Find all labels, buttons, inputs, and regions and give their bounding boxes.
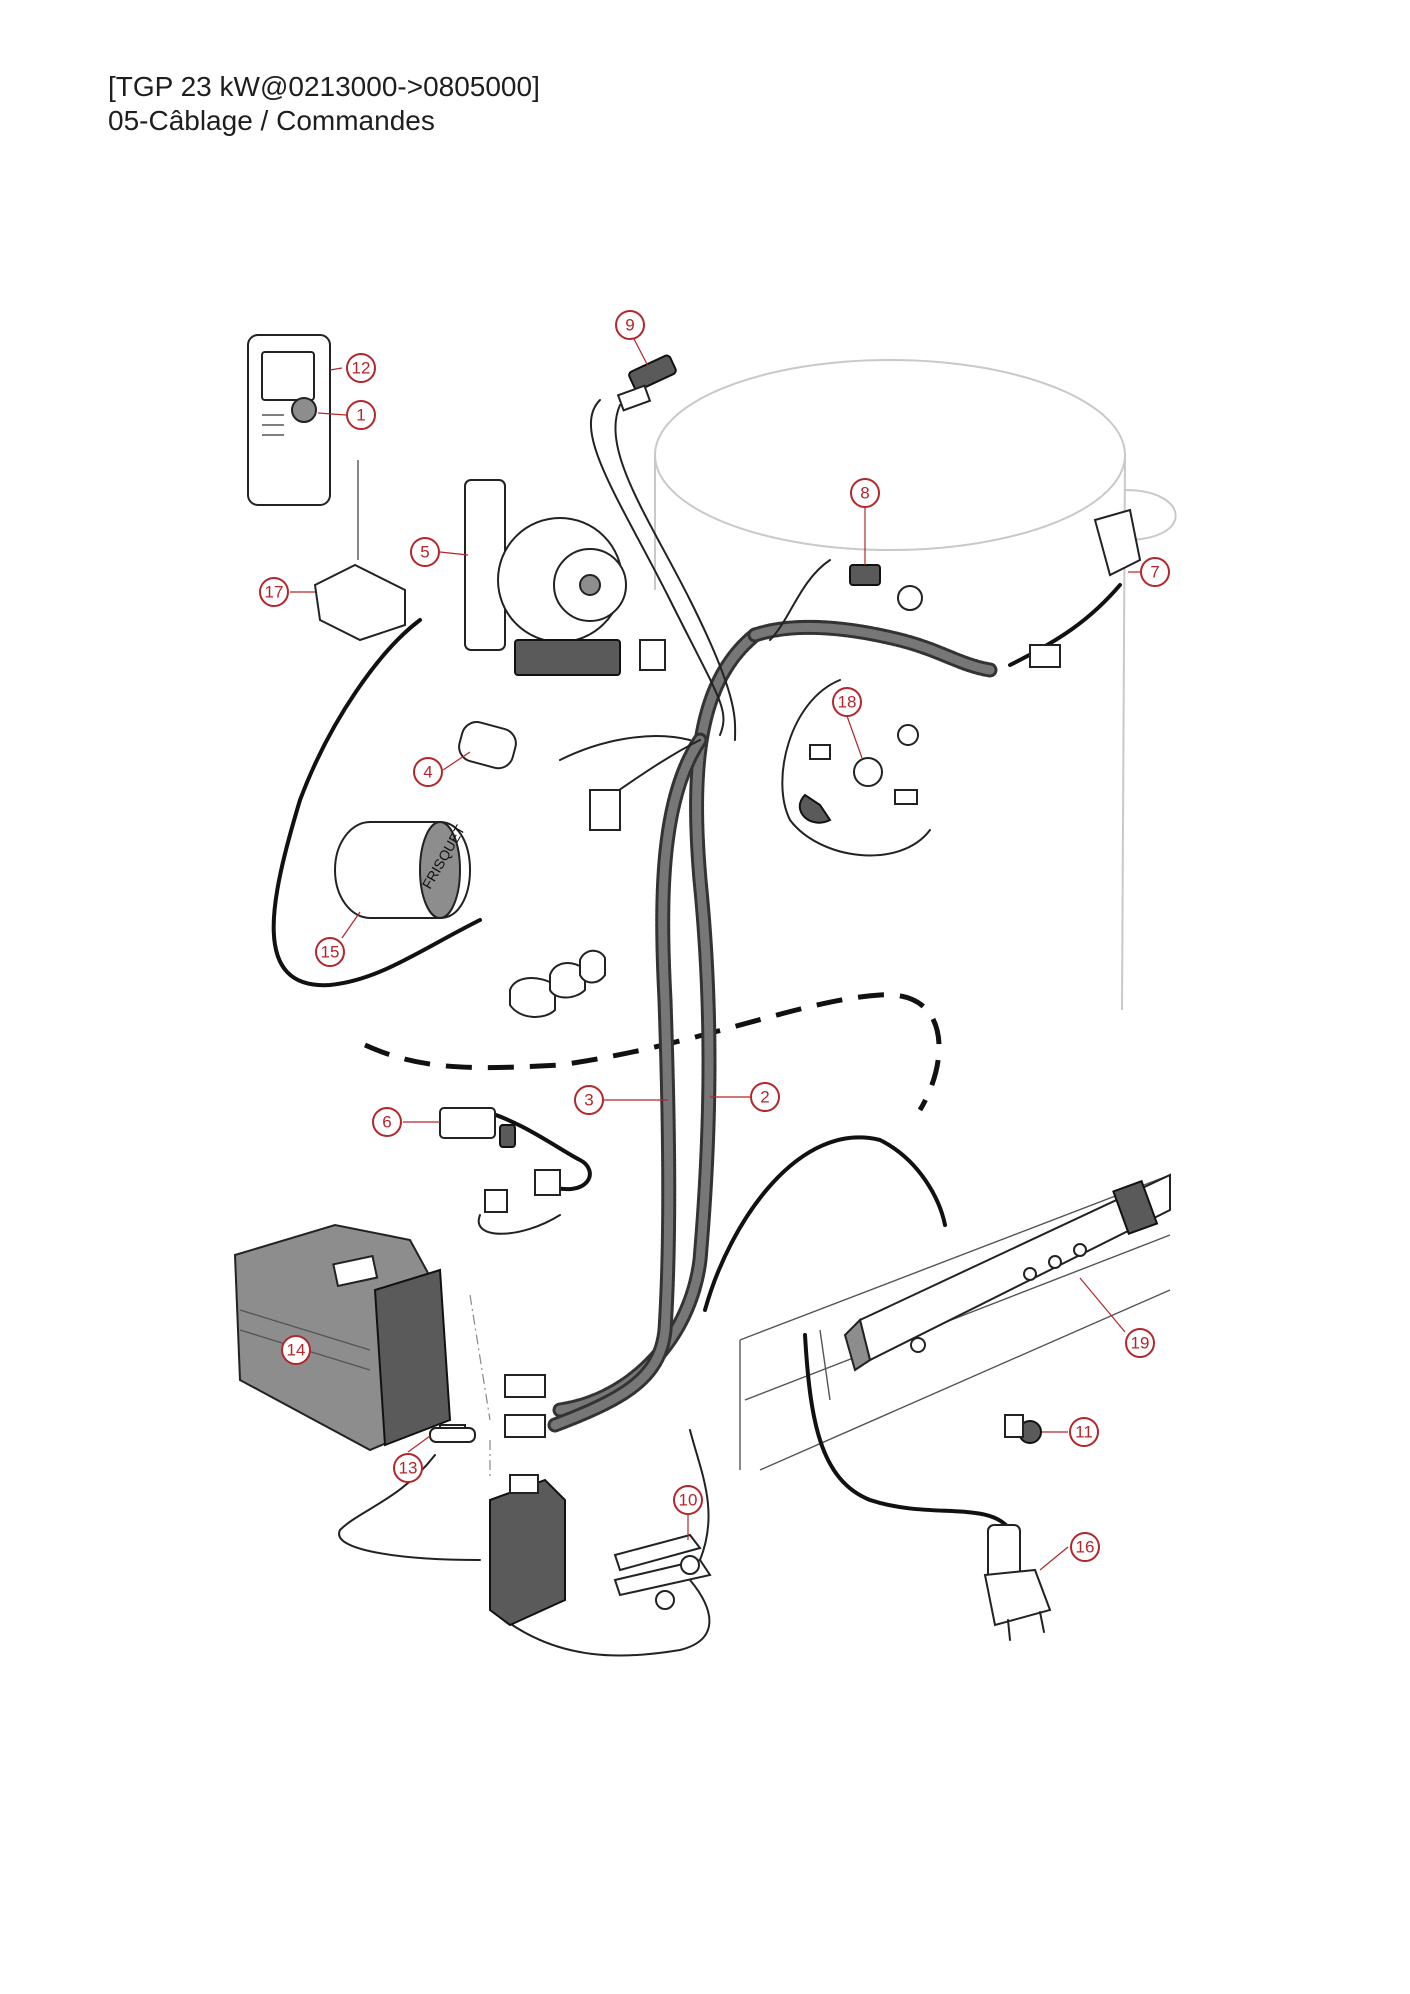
callout-5: 5 [410, 537, 440, 567]
callout-6: 6 [372, 1107, 402, 1137]
callout-9: 9 [615, 310, 645, 340]
connector-7 [1029, 508, 1142, 668]
callout-11: 11 [1069, 1417, 1099, 1447]
svg-text:1: 1 [356, 406, 365, 425]
sensor-9 [616, 354, 677, 412]
callout-16: 16 [1070, 1532, 1100, 1562]
callout-1: 1 [346, 400, 376, 430]
svg-text:14: 14 [287, 1341, 306, 1360]
callout-8: 8 [850, 478, 880, 508]
svg-text:9: 9 [625, 316, 634, 335]
control-box [233, 1223, 452, 1452]
box-connectors [439, 1294, 546, 1480]
callout-13: 13 [393, 1453, 423, 1483]
svg-text:4: 4 [423, 763, 432, 782]
svg-text:8: 8 [860, 484, 869, 503]
svg-text:7: 7 [1150, 563, 1159, 582]
callout-2: 2 [750, 1082, 780, 1112]
svg-text:13: 13 [399, 1459, 418, 1478]
document-header: [TGP 23 kW@0213000->0805000] 05-Câblage … [108, 70, 540, 138]
callout-3: 3 [574, 1085, 604, 1115]
model-reference: [TGP 23 kW@0213000->0805000] [108, 71, 540, 102]
callout-15: 15 [315, 937, 345, 967]
callout-19: 19 [1125, 1328, 1155, 1358]
cable-bundle [271, 399, 1122, 1657]
svg-text:6: 6 [382, 1113, 391, 1132]
section-title: 05-Câblage / Commandes [108, 105, 435, 136]
svg-text:11: 11 [1075, 1423, 1093, 1442]
svg-text:17: 17 [265, 583, 284, 602]
sensor-8 [849, 564, 923, 611]
svg-text:15: 15 [321, 943, 340, 962]
svg-text:2: 2 [760, 1088, 769, 1107]
ignition-transformer [489, 1474, 566, 1627]
dashed-cable-run [363, 992, 942, 1112]
svg-text:12: 12 [352, 359, 371, 378]
circulator-pump [464, 479, 666, 676]
boiler-tank-outline [654, 359, 1177, 1011]
fuse [429, 1427, 476, 1443]
ignition-electrodes [613, 1533, 712, 1610]
callout-7: 7 [1140, 557, 1170, 587]
conduit-3 [547, 732, 708, 1433]
callout-4: 4 [413, 757, 443, 787]
cable-clamps [509, 949, 606, 1018]
power-plug [983, 1524, 1052, 1641]
callout-17: 17 [259, 577, 289, 607]
svg-text:10: 10 [679, 1491, 698, 1510]
svg-text:5: 5 [420, 543, 429, 562]
leader-lines [290, 338, 1140, 1571]
control-panel [843, 1173, 1171, 1372]
callout-14: 14 [281, 1335, 311, 1365]
chassis-bottom-frame [739, 1174, 1171, 1471]
svg-text:18: 18 [838, 693, 857, 712]
svg-text:19: 19 [1131, 1334, 1150, 1353]
svg-text:3: 3 [584, 1091, 593, 1110]
thermostat-18 [798, 724, 919, 824]
switch [1004, 1414, 1042, 1444]
conduit-top-branch [747, 619, 998, 678]
pressure-sensor [458, 721, 621, 831]
radio-receiver [313, 460, 406, 642]
callout-18: 18 [832, 687, 862, 717]
callout-10: 10 [673, 1485, 703, 1515]
room-thermostat [247, 334, 331, 506]
pipe-sensor [439, 1107, 561, 1213]
callout-12: 12 [346, 353, 376, 383]
valve-actuator: FRISQUET [334, 821, 471, 919]
conduit-2 [552, 627, 763, 1418]
svg-text:16: 16 [1076, 1538, 1095, 1557]
